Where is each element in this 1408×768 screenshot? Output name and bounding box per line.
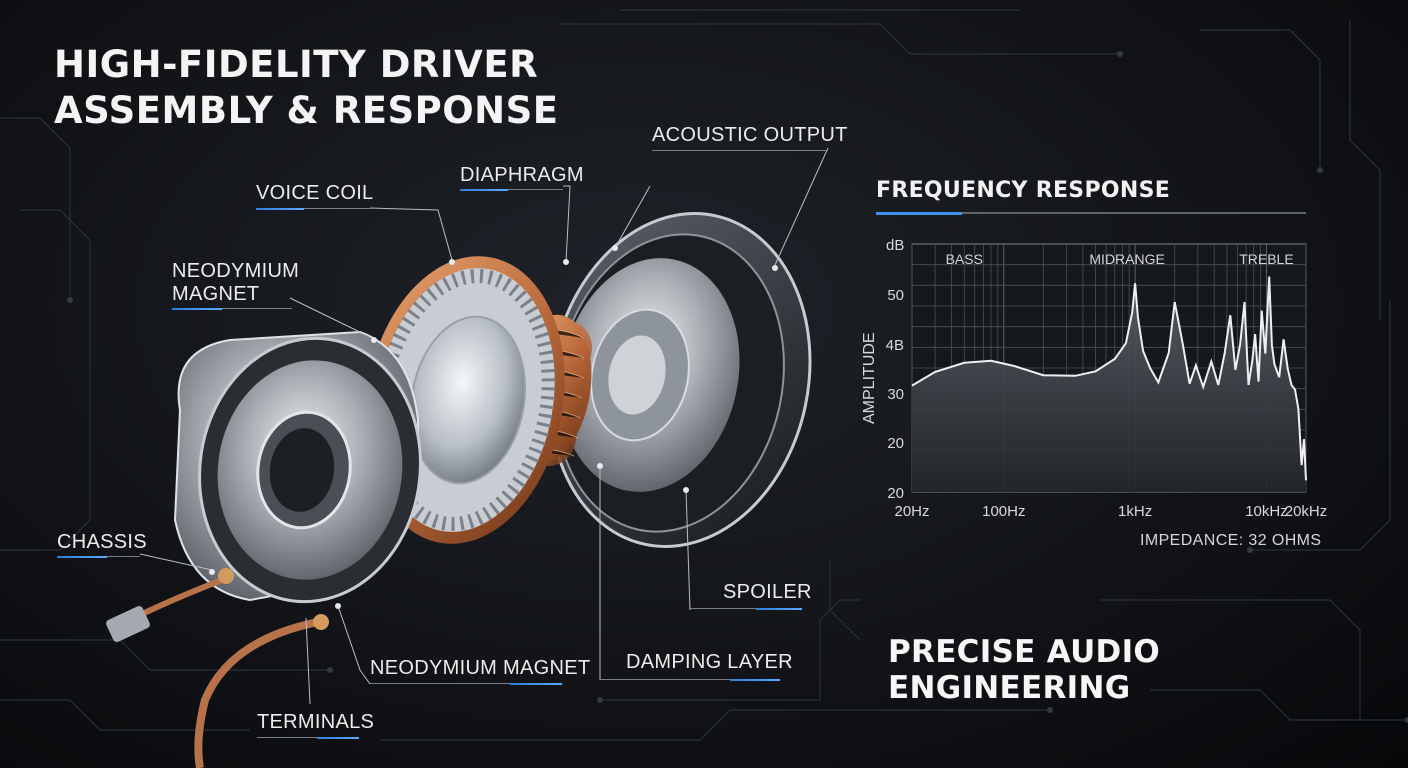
- callout-underline: [304, 208, 370, 209]
- x-tick-label: 20kHz: [1285, 503, 1328, 520]
- y-tick-label: 30: [887, 386, 904, 403]
- housing-ring: [548, 212, 812, 548]
- title-line-1: HIGH-FIDELITY DRIVER: [54, 43, 539, 86]
- y-tick-label: 20: [887, 435, 904, 452]
- callout-underline: [600, 679, 730, 680]
- callout-underline: [317, 737, 359, 739]
- x-tick-label: 20Hz: [894, 503, 929, 520]
- callout-underline: [690, 608, 756, 609]
- callout-spoiler: SPOILER: [723, 581, 812, 603]
- x-tick-label: 1kHz: [1118, 503, 1152, 520]
- frequency-response-title: FREQUENCY RESPONSE: [876, 178, 1171, 203]
- tagline: PRECISE AUDIO ENGINEERING: [888, 634, 1161, 706]
- y-unit-label: dB: [886, 237, 904, 254]
- y-tick-label: 20: [887, 485, 904, 502]
- title-rule: [876, 212, 1306, 214]
- callout-damping-layer: DAMPING LAYER: [626, 651, 793, 673]
- callout-underline: [652, 150, 828, 151]
- callout-underline: [756, 608, 802, 610]
- callout-underline: [510, 683, 562, 685]
- x-tick-label: 100Hz: [982, 503, 1025, 520]
- callout-underline: [222, 308, 292, 309]
- callout-underline: [256, 208, 304, 210]
- callout-chassis: CHASSIS: [57, 531, 147, 553]
- callout-underline: [172, 308, 222, 310]
- callout-line: MAGNET: [172, 283, 260, 305]
- impedance-label: IMPEDANCE: 32 OHMS: [1140, 532, 1322, 549]
- band-label: MIDRANGE: [1089, 251, 1164, 267]
- page-title: HIGH-FIDELITY DRIVER ASSEMBLY & RESPONSE: [54, 42, 559, 134]
- callout-underline: [107, 556, 140, 557]
- callout-terminals: TERMINALS: [257, 711, 375, 733]
- title-line-2: ASSEMBLY & RESPONSE: [54, 89, 559, 132]
- title-rule-accent: [876, 212, 962, 215]
- callout-neodymium-magnet-top: NEODYMIUM MAGNET: [172, 260, 299, 306]
- response-line: [911, 276, 1307, 481]
- callout-underline: [508, 189, 563, 190]
- y-tick-label: 4B: [886, 337, 904, 354]
- callout-underline: [57, 556, 107, 558]
- callout-underline: [730, 679, 780, 681]
- callout-diaphragm: DIAPHRAGM: [460, 164, 584, 186]
- band-label: TREBLE: [1239, 251, 1293, 267]
- chassis: [173, 330, 422, 604]
- callout-underline: [257, 737, 317, 738]
- y-axis-label: AMPLITUDE: [861, 332, 878, 424]
- callout-underline: [370, 683, 510, 684]
- callout-voice-coil: VOICE COIL: [256, 182, 374, 204]
- x-tick-label: 10kHz: [1245, 503, 1288, 520]
- terminals: [106, 568, 329, 768]
- callout-acoustic-output: ACOUSTIC OUTPUT: [652, 124, 848, 146]
- response-area: [912, 276, 1306, 492]
- band-label: BASS: [946, 251, 983, 267]
- callout-underline: [460, 189, 508, 191]
- callout-line: NEODYMIUM: [172, 260, 300, 282]
- callout-neodymium-magnet-bottom: NEODYMIUM MAGNET: [370, 657, 591, 679]
- y-tick-label: 50: [887, 287, 904, 304]
